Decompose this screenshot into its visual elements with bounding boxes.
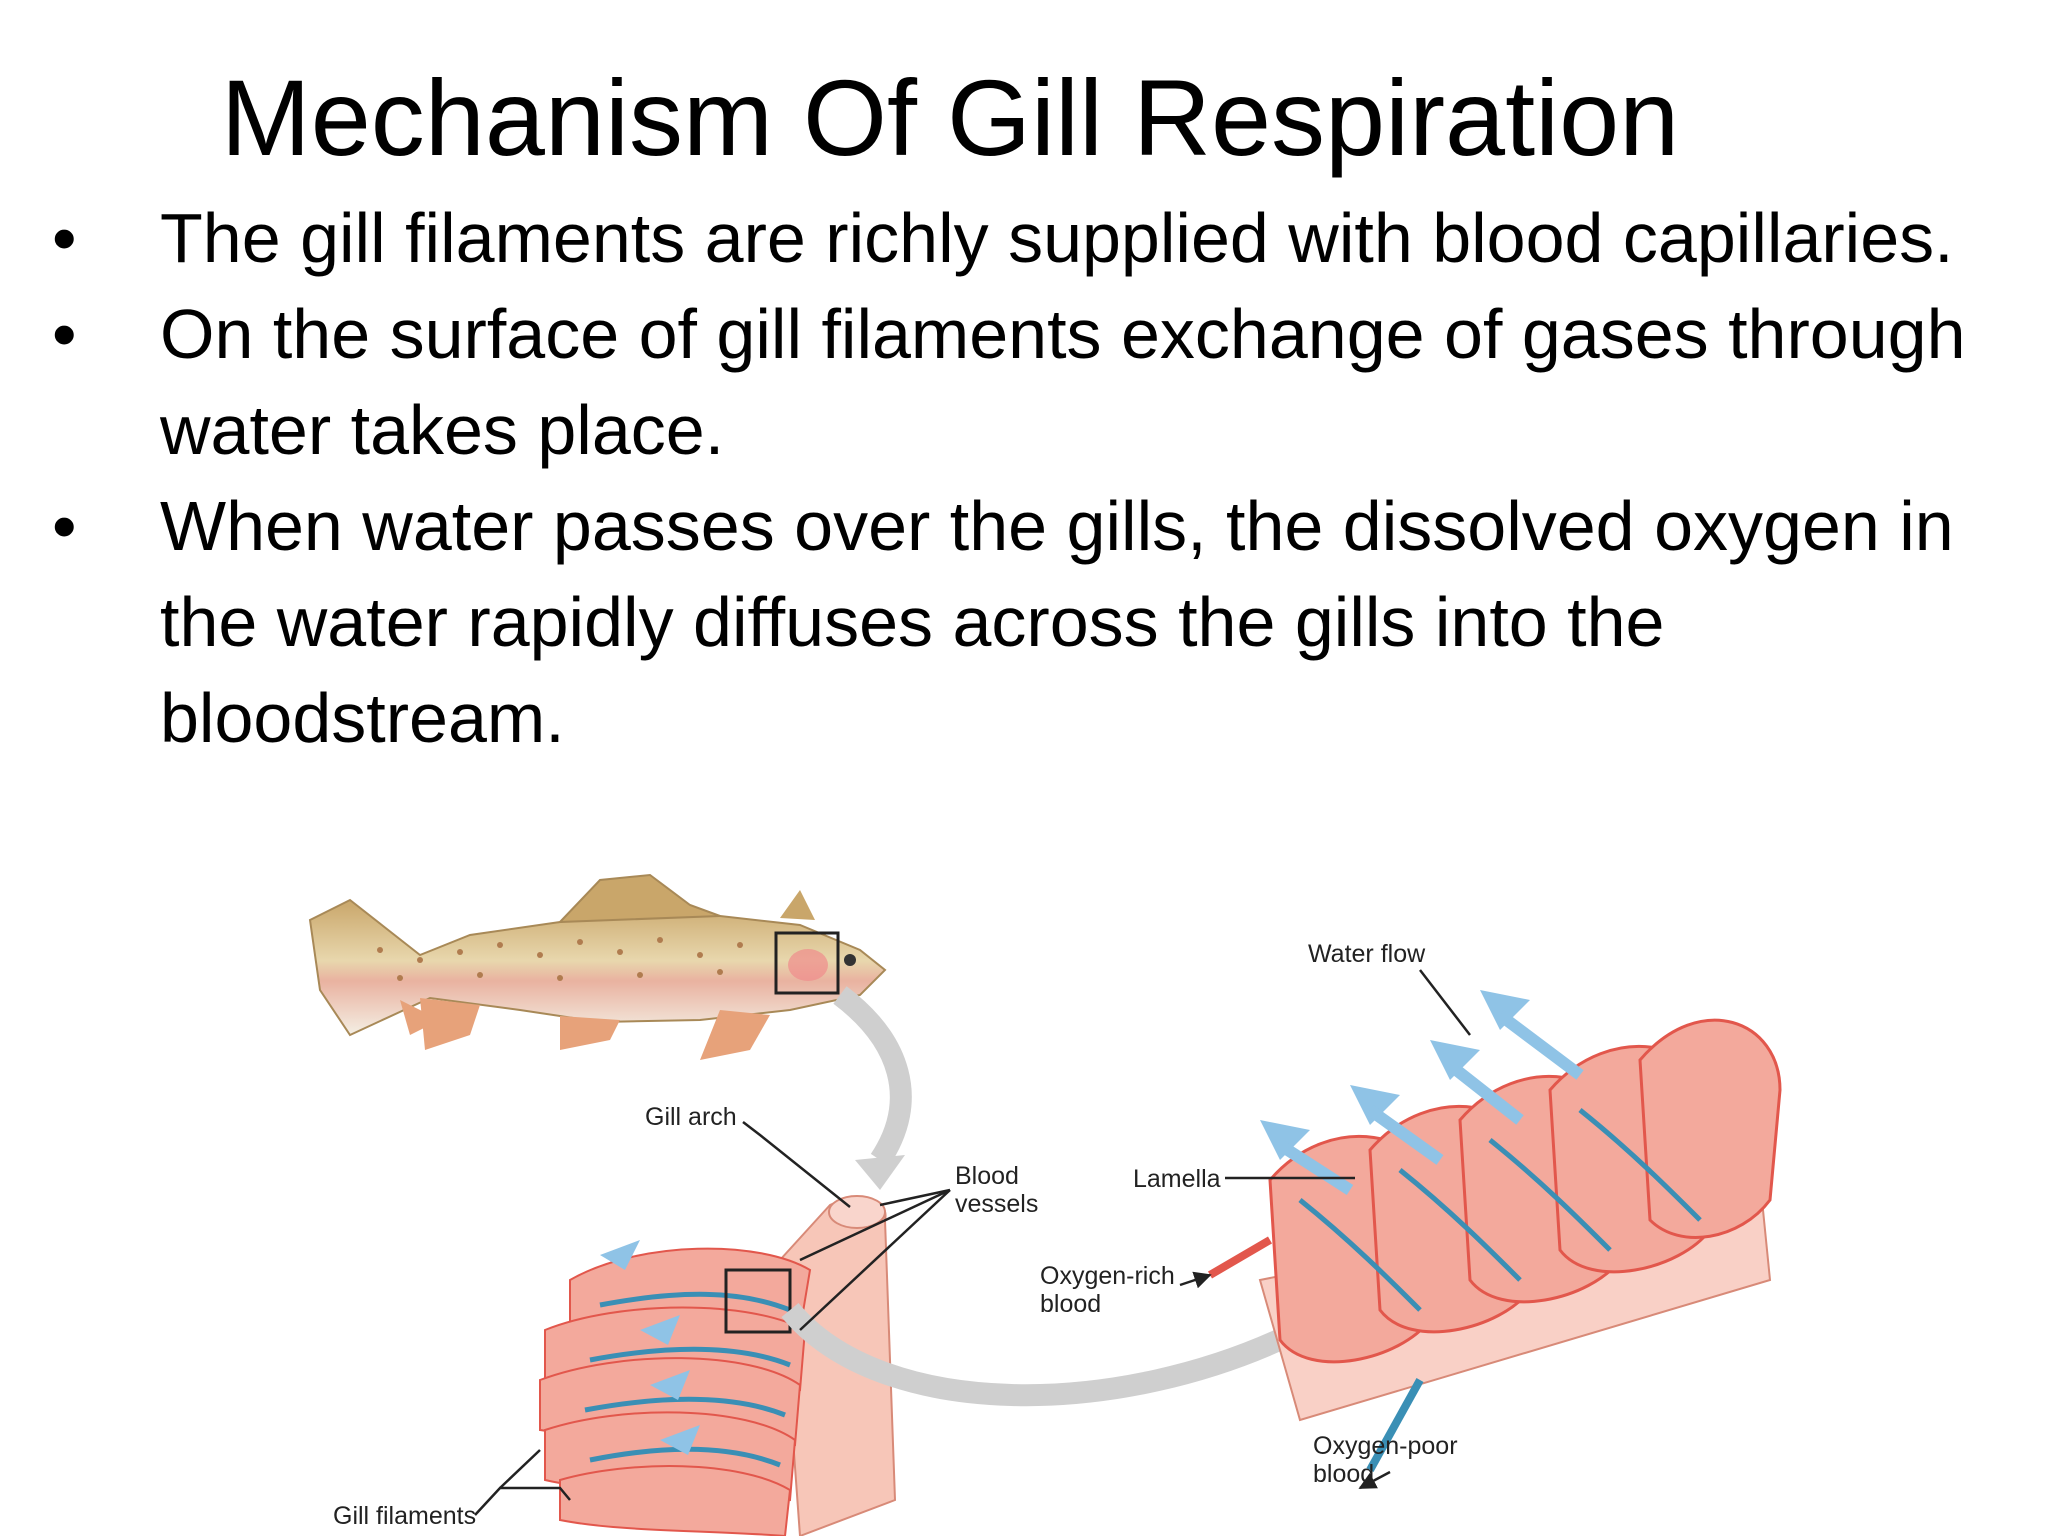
gill-arch-illustration: [539, 1195, 897, 1536]
bullet-text: On the surface of gill filaments exchang…: [160, 295, 1966, 469]
bullet-list: • The gill filaments are richly supplied…: [40, 190, 2030, 766]
water-flow-label: Water flow: [1308, 940, 1426, 968]
slide-title: Mechanism Of Gill Respiration: [220, 57, 1680, 178]
lamella-illustration: [1207, 990, 1782, 1472]
blood-vessels-label-line2: vessels: [955, 1190, 1039, 1218]
lamella-label: Lamella: [1133, 1165, 1221, 1193]
bullet-marker: •: [52, 487, 77, 565]
oxygen-rich-label-line2: blood: [1040, 1290, 1102, 1318]
bullet-item: • On the surface of gill filaments excha…: [40, 286, 2030, 478]
bullet-item: • When water passes over the gills, the …: [40, 478, 2030, 766]
bullet-item: • The gill filaments are richly supplied…: [40, 190, 2030, 286]
gill-arch-label: Gill arch: [645, 1103, 737, 1131]
gill-filaments-label: Gill filaments: [333, 1502, 477, 1530]
blood-vessels-label-line1: Blood: [955, 1162, 1019, 1190]
bullet-text: When water passes over the gills, the di…: [160, 487, 1954, 757]
oxygen-poor-label-line2: blood: [1313, 1460, 1375, 1488]
oxygen-poor-label-line1: Oxygen-poor: [1313, 1432, 1458, 1460]
gill-diagram-art: [308, 873, 1782, 1536]
bullet-marker: •: [52, 295, 77, 373]
gill-diagram: Gill arch Blood vessels Lamella Water fl…: [0, 860, 2048, 1536]
bullet-text: The gill filaments are richly supplied w…: [160, 199, 1954, 277]
bullet-marker: •: [52, 199, 77, 277]
fish-illustration: [308, 873, 887, 1060]
oxygen-rich-label-line1: Oxygen-rich: [1040, 1262, 1175, 1290]
